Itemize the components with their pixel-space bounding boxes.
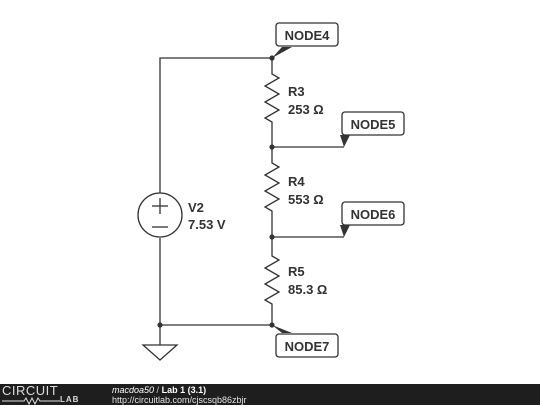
breadcrumb-separator: /: [156, 385, 160, 395]
r5-name: R5: [288, 264, 305, 279]
node-label-node7[interactable]: NODE7: [275, 333, 339, 358]
project-title[interactable]: Lab 1 (3.1): [161, 385, 207, 395]
resistor-r4[interactable]: [263, 158, 281, 216]
logo-text-lab: LAB: [60, 395, 80, 404]
wire-bottom: [159, 238, 273, 326]
footer-bar: CIRCUIT LAB macdoa50 / Lab 1 (3.1) http:…: [0, 383, 540, 405]
v2-name: V2: [188, 200, 204, 215]
circuit-url[interactable]: http://circuitlab.com/cjscsqb86zbjr: [112, 395, 247, 405]
circuitlab-logo[interactable]: CIRCUIT LAB: [2, 383, 102, 405]
logo-resistor-icon: [2, 396, 60, 405]
junction-node5: [269, 144, 275, 150]
wires: [159, 57, 344, 345]
wire-top: [159, 57, 273, 193]
node7-text: NODE7: [285, 339, 330, 354]
r4-name: R4: [288, 174, 305, 189]
junction-node6: [269, 234, 275, 240]
r3-name: R3: [288, 84, 305, 99]
junction-dots: [157, 55, 275, 328]
logo-text-circuit: CIRCUIT: [2, 383, 59, 398]
node6-text: NODE6: [351, 207, 396, 222]
v2-value: 7.53 V: [188, 217, 226, 232]
r4-value: 553 Ω: [288, 192, 324, 207]
resistor-r3[interactable]: [263, 66, 281, 128]
node4-text: NODE4: [285, 28, 331, 43]
node-label-node6[interactable]: NODE6: [341, 201, 405, 226]
ground-icon: [141, 344, 179, 361]
r5-value: 85.3 Ω: [288, 282, 327, 297]
node-label-pointers: [272, 47, 350, 333]
r3-value: 253 Ω: [288, 102, 324, 117]
node-label-node5[interactable]: NODE5: [341, 111, 405, 136]
junction-ground: [157, 322, 163, 328]
node-label-node4[interactable]: NODE4: [275, 22, 339, 47]
author-link[interactable]: macdoa50: [112, 385, 155, 395]
footer-info: macdoa50 / Lab 1 (3.1) http://circuitlab…: [112, 385, 247, 405]
voltage-source-v2[interactable]: [137, 192, 183, 238]
node5-text: NODE5: [351, 117, 396, 132]
resistor-r5[interactable]: [263, 248, 281, 308]
